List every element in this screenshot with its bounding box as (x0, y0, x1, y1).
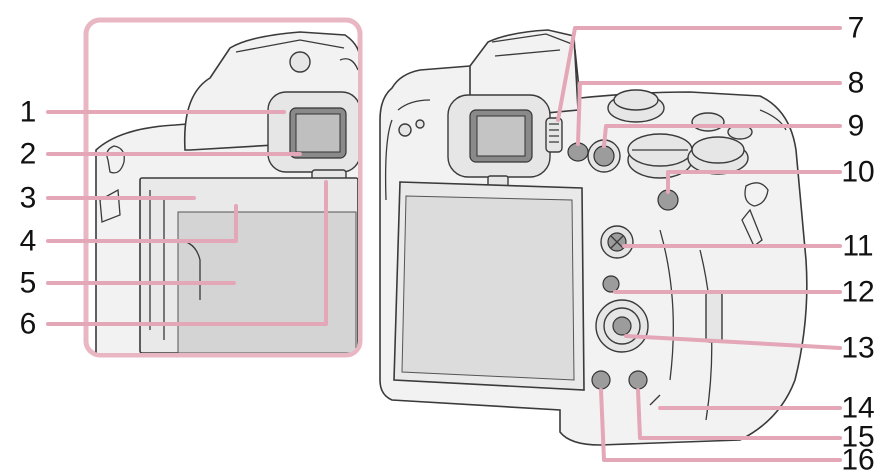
callout-number-5: 5 (20, 267, 37, 300)
callout-line-8 (576, 81, 842, 146)
callout-number-9: 9 (848, 110, 865, 143)
callout-number-4: 4 (20, 225, 37, 258)
callout-number-1: 1 (20, 96, 37, 129)
callout-number-13: 13 (841, 332, 874, 365)
callout-line-16 (599, 388, 842, 462)
callout-number-7: 7 (848, 12, 865, 45)
callout-line-15 (636, 388, 842, 440)
diopter-dial (545, 117, 563, 153)
callout-number-2: 2 (20, 138, 37, 171)
callout-number-6: 6 (20, 308, 37, 341)
callout-number-10: 10 (841, 156, 874, 189)
callout-number-16: 16 (841, 444, 874, 473)
callout-line-7 (556, 26, 842, 122)
callout-number-8: 8 (848, 67, 865, 100)
callout-number-3: 3 (20, 182, 37, 215)
camera-full-view (379, 29, 808, 446)
button-15 (628, 370, 648, 390)
callout-line-13 (624, 334, 842, 350)
callout-number-15: 15 (841, 421, 874, 454)
callout-number-14: 14 (841, 392, 874, 425)
callout-number-12: 12 (841, 276, 874, 309)
button-9 (593, 145, 615, 167)
callout-numbers: 1 2 3 4 5 6 7 8 9 10 11 12 13 14 15 16 (20, 12, 875, 473)
inset-frame (83, 17, 363, 358)
callout-line-4 (46, 204, 238, 243)
callout-lines (46, 26, 842, 462)
inset-view (83, 17, 363, 358)
button-12 (602, 275, 620, 293)
callout-line-6 (46, 180, 328, 326)
button-16 (591, 370, 611, 390)
callout-number-11: 11 (842, 230, 873, 263)
callout-line-9 (602, 124, 842, 148)
callout-line-10 (666, 170, 842, 194)
